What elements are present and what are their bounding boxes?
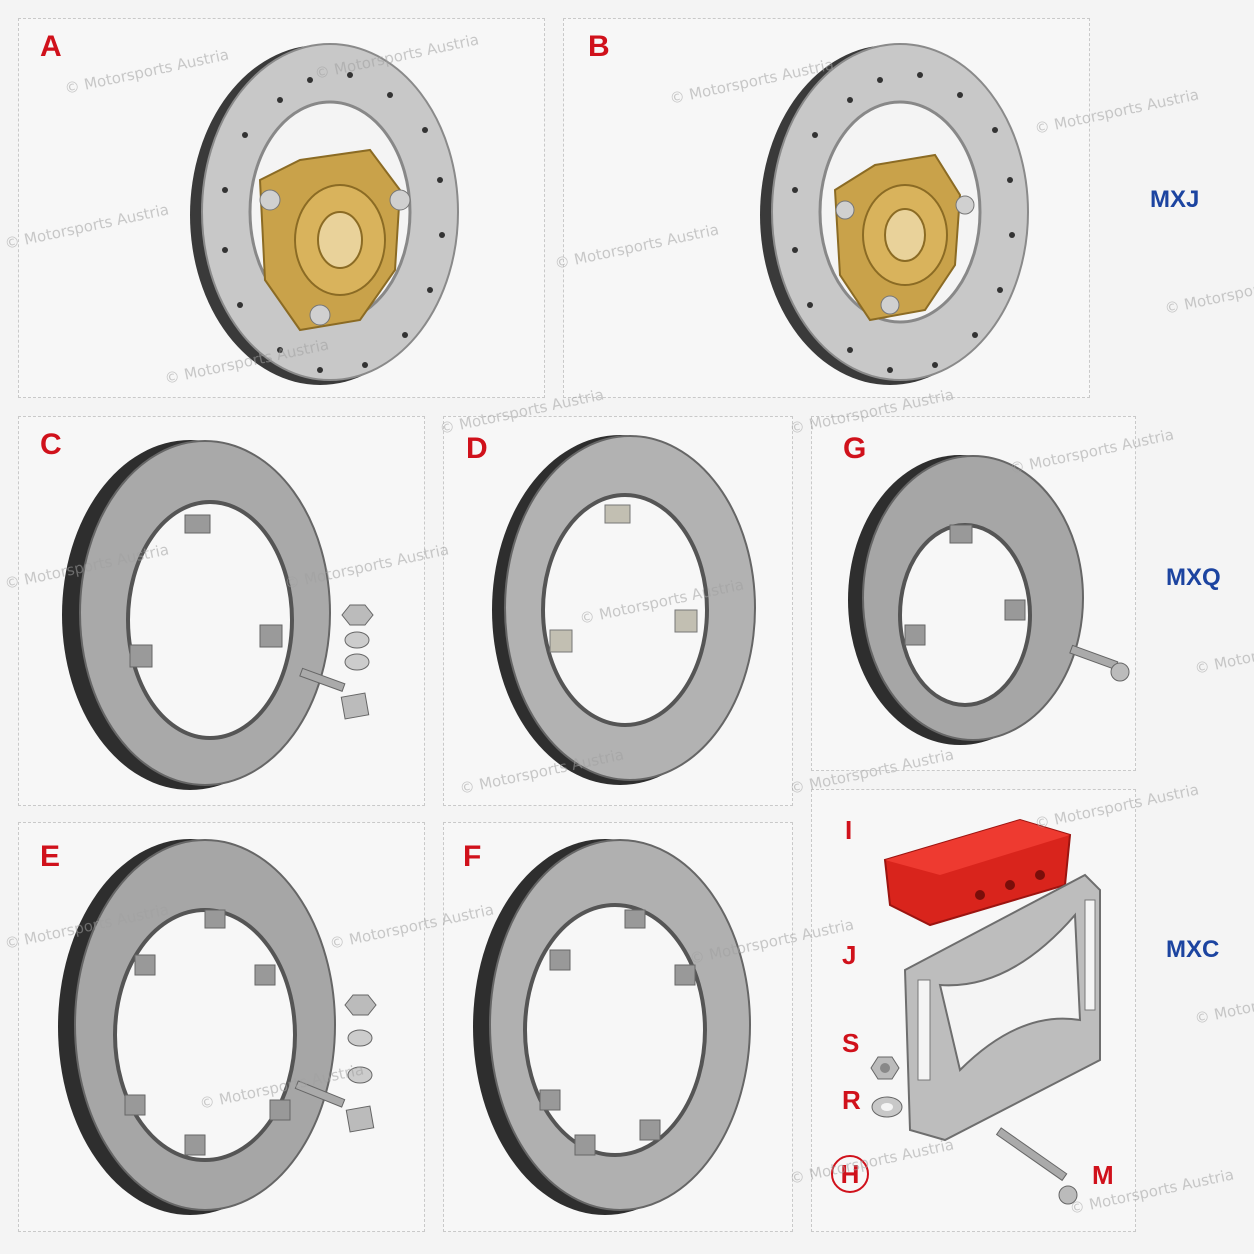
watermark-text: © Motorsports Austria <box>1193 625 1254 678</box>
panel-label-d: D <box>466 432 488 465</box>
part-label-r: R <box>842 1085 861 1115</box>
part-label-j: J <box>842 940 857 970</box>
series-label-mxq: MXQ <box>1166 564 1221 591</box>
brake-disc-g-image <box>848 455 1084 745</box>
panel-label-c: C <box>40 428 62 461</box>
red-bracket-i-image <box>883 818 1072 927</box>
support-plate-j-image <box>903 873 1101 1142</box>
washer-r-image <box>871 1096 903 1118</box>
watermark-text: © Motorsports Austria <box>1163 265 1254 318</box>
panel-label-b: B <box>588 30 610 63</box>
brake-disc-d-image <box>492 435 756 785</box>
part-label-m: M <box>1092 1160 1114 1190</box>
brake-disc-f-image <box>473 839 751 1215</box>
bolt-kit-e-image <box>294 994 377 1133</box>
brake-disc-a-image <box>190 43 459 385</box>
series-label-mxc: MXC <box>1166 936 1220 963</box>
panel-label-g: G <box>843 432 867 465</box>
brake-disc-b-image <box>760 43 1029 385</box>
panel-label-e: E <box>40 840 61 873</box>
part-label-i: I <box>845 815 853 845</box>
watermark-text: © Motorsports Austria <box>1193 975 1254 1028</box>
bolt-m-image <box>995 1127 1078 1205</box>
part-label-s: S <box>842 1028 860 1058</box>
panel-label-a: A <box>40 30 62 63</box>
bolt-kit-c-image <box>299 604 374 720</box>
nut-s-image <box>870 1056 900 1080</box>
part-label-h-circled: H <box>831 1155 869 1193</box>
brake-disc-c-image <box>62 440 331 790</box>
series-label-mxj: MXJ <box>1150 186 1200 213</box>
panel-label-f: F <box>463 840 482 873</box>
bolt-g-image <box>1069 644 1130 682</box>
brake-disc-e-image <box>58 839 336 1215</box>
